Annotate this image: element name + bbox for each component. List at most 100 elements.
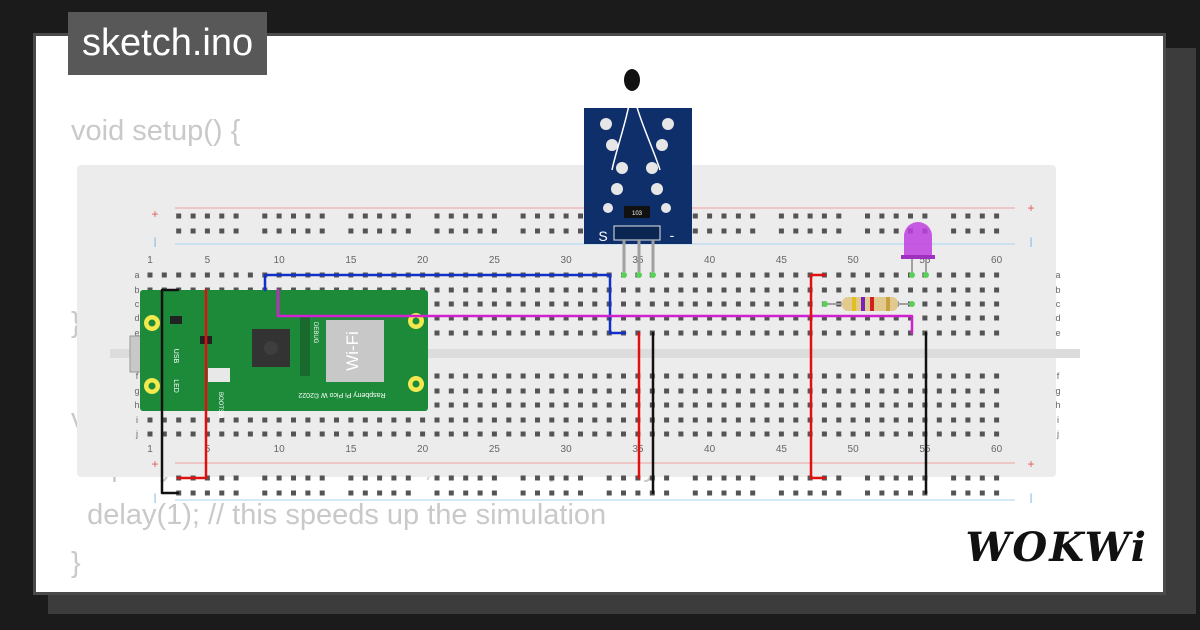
breadboard-hole bbox=[793, 330, 799, 336]
breadboard-hole bbox=[578, 330, 583, 336]
breadboard-hole bbox=[578, 315, 583, 321]
breadboard-hole bbox=[721, 272, 727, 278]
breadboard-hole bbox=[621, 417, 626, 423]
column-number-top: 20 bbox=[417, 255, 429, 266]
breadboard-hole bbox=[707, 431, 713, 437]
breadboard-hole bbox=[936, 388, 942, 394]
rail-minus-marker: | bbox=[154, 493, 157, 504]
rail-hole bbox=[979, 490, 985, 496]
breadboard-hole bbox=[176, 417, 182, 423]
breadboard-hole bbox=[692, 301, 698, 307]
breadboard-hole bbox=[821, 315, 827, 321]
breadboard-hole bbox=[291, 431, 296, 437]
rail-hole bbox=[606, 475, 612, 481]
breadboard-hole bbox=[750, 431, 756, 437]
breadboard-hole bbox=[965, 330, 971, 336]
led-label: LED bbox=[172, 379, 179, 393]
rail-minus-marker: | bbox=[154, 237, 157, 248]
rail-hole bbox=[362, 475, 368, 481]
rail-hole bbox=[549, 228, 555, 234]
rail-hole bbox=[391, 228, 397, 234]
breadboard-hole bbox=[190, 272, 196, 278]
breadboard-hole bbox=[778, 315, 784, 321]
breadboard-hole bbox=[707, 388, 713, 394]
rail-hole bbox=[219, 490, 225, 496]
breadboard-hole bbox=[262, 431, 268, 437]
breadboard-hole bbox=[520, 388, 526, 394]
rail-hole bbox=[994, 213, 1000, 219]
breadboard-hole bbox=[908, 287, 913, 293]
breadboard-hole bbox=[549, 287, 555, 293]
breadboard-hole bbox=[491, 373, 497, 379]
breadboard-hole bbox=[463, 431, 469, 437]
breadboard-hole bbox=[821, 388, 827, 394]
breadboard-hole bbox=[850, 287, 856, 293]
breadboard-hole bbox=[635, 301, 641, 307]
breadboard-hole bbox=[348, 417, 354, 423]
rail-hole bbox=[190, 213, 196, 219]
thermistor-bulb bbox=[624, 69, 640, 91]
rail-hole bbox=[549, 213, 555, 219]
rail-hole bbox=[922, 213, 928, 219]
rail-hole bbox=[563, 228, 569, 234]
breadboard-hole bbox=[592, 402, 598, 408]
breadboard-hole bbox=[865, 402, 870, 408]
breadboard-hole bbox=[994, 315, 1000, 321]
breadboard-hole bbox=[276, 431, 282, 437]
breadboard-hole bbox=[520, 431, 526, 437]
column-number-top: 1 bbox=[147, 255, 153, 266]
breadboard-hole bbox=[879, 402, 885, 408]
rail-hole bbox=[951, 475, 957, 481]
breadboard-hole bbox=[563, 287, 569, 293]
breadboard-hole bbox=[592, 287, 598, 293]
breadboard-hole bbox=[578, 388, 583, 394]
breadboard-hole bbox=[448, 330, 454, 336]
rail-hole bbox=[807, 213, 813, 219]
breadboard-hole bbox=[793, 402, 799, 408]
breadboard-hole bbox=[233, 431, 239, 437]
breadboard-hole bbox=[893, 417, 899, 423]
rail-hole bbox=[664, 475, 670, 481]
breadboard-hole bbox=[707, 417, 713, 423]
file-tab[interactable]: sketch.ino bbox=[68, 12, 268, 75]
breadboard-hole bbox=[305, 431, 311, 437]
breadboard-hole bbox=[994, 431, 1000, 437]
breadboard-hole bbox=[836, 315, 842, 321]
breadboard-hole bbox=[936, 402, 942, 408]
rail-hole bbox=[778, 228, 784, 234]
rail-hole bbox=[951, 228, 957, 234]
breadboard-hole bbox=[276, 417, 282, 423]
breadboard-hole bbox=[979, 315, 985, 321]
rail-hole bbox=[348, 490, 354, 496]
breadboard-hole bbox=[750, 388, 756, 394]
column-number-bottom: 5 bbox=[205, 444, 211, 455]
rail-hole bbox=[692, 475, 698, 481]
rail-hole bbox=[391, 490, 397, 496]
breadboard-hole bbox=[477, 330, 483, 336]
breadboard-hole bbox=[147, 431, 153, 437]
wire-blue bbox=[263, 273, 627, 335]
breadboard-hole bbox=[735, 373, 741, 379]
column-number-top: 60 bbox=[991, 255, 1003, 266]
breadboard-hole bbox=[678, 301, 684, 307]
breadboard-hole bbox=[434, 330, 440, 336]
rail-hole bbox=[291, 213, 296, 219]
breadboard-hole bbox=[922, 315, 928, 321]
breadboard-hole bbox=[549, 315, 555, 321]
breadboard-hole bbox=[362, 417, 368, 423]
row-letter-left: h bbox=[134, 400, 139, 410]
breadboard-hole bbox=[621, 301, 626, 307]
breadboard-hole bbox=[391, 431, 397, 437]
breadboard-hole bbox=[850, 417, 856, 423]
wokwi-logo: WOKWi bbox=[965, 524, 1148, 571]
breadboard-hole bbox=[879, 287, 885, 293]
breadboard-hole bbox=[721, 402, 727, 408]
breadboard-hole bbox=[994, 330, 1000, 336]
breadboard-hole bbox=[764, 315, 770, 321]
breadboard-hole bbox=[836, 330, 842, 336]
rail-hole bbox=[735, 213, 741, 219]
breadboard-hole bbox=[405, 431, 411, 437]
breadboard-hole bbox=[994, 388, 1000, 394]
breadboard-hole bbox=[477, 388, 483, 394]
